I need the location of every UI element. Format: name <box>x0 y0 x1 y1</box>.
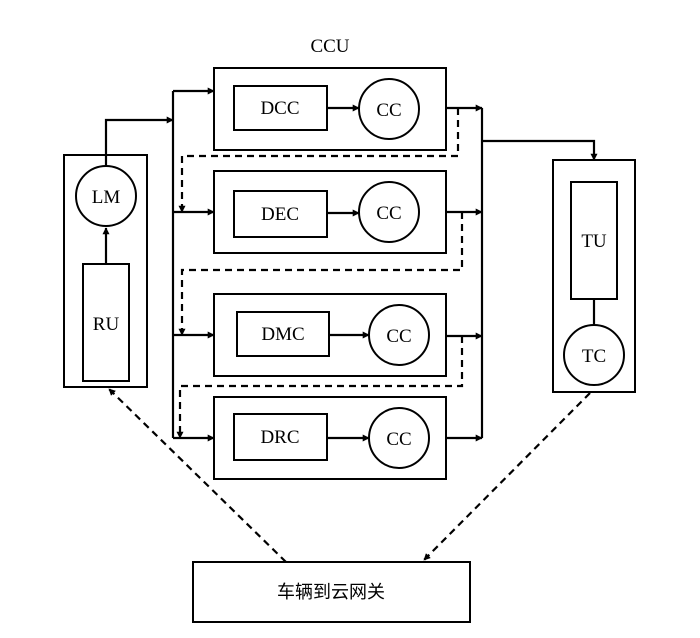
tc-to-gateway-arrow <box>423 392 591 561</box>
gateway-to-ru-arrow <box>108 388 287 563</box>
gateway-box <box>192 561 471 623</box>
dec-inner-box <box>233 190 328 238</box>
drc-cc-label: CC <box>386 429 411 450</box>
tc-label: TC <box>582 346 606 367</box>
dmc-label: DMC <box>261 324 304 345</box>
feedback-dcc-to-dec <box>178 108 460 213</box>
dec-label: DEC <box>261 204 299 225</box>
dmc-cc-label: CC <box>386 326 411 347</box>
dcc-cc-label: CC <box>376 100 401 121</box>
tu-box <box>570 181 618 300</box>
drc-label: DRC <box>260 427 299 448</box>
gateway-label: 车辆到云网关 <box>277 582 385 603</box>
ccu-to-tu-arrow <box>482 139 598 161</box>
drc-inner-box <box>233 413 328 461</box>
feedback-dec-to-dmc <box>178 212 464 336</box>
ru-label: RU <box>93 314 120 335</box>
ccu-title: CCU <box>310 36 349 57</box>
dmc-inner-box <box>236 311 330 357</box>
dcc-label: DCC <box>260 98 299 119</box>
dec-cc-label: CC <box>376 203 401 224</box>
feedback-dmc-to-drc <box>176 336 464 439</box>
lm-label: LM <box>92 187 121 208</box>
lm-to-bus-arrow <box>104 116 174 166</box>
dcc-inner-box <box>233 85 328 131</box>
tu-label: TU <box>581 231 607 252</box>
tc-node <box>563 324 625 386</box>
